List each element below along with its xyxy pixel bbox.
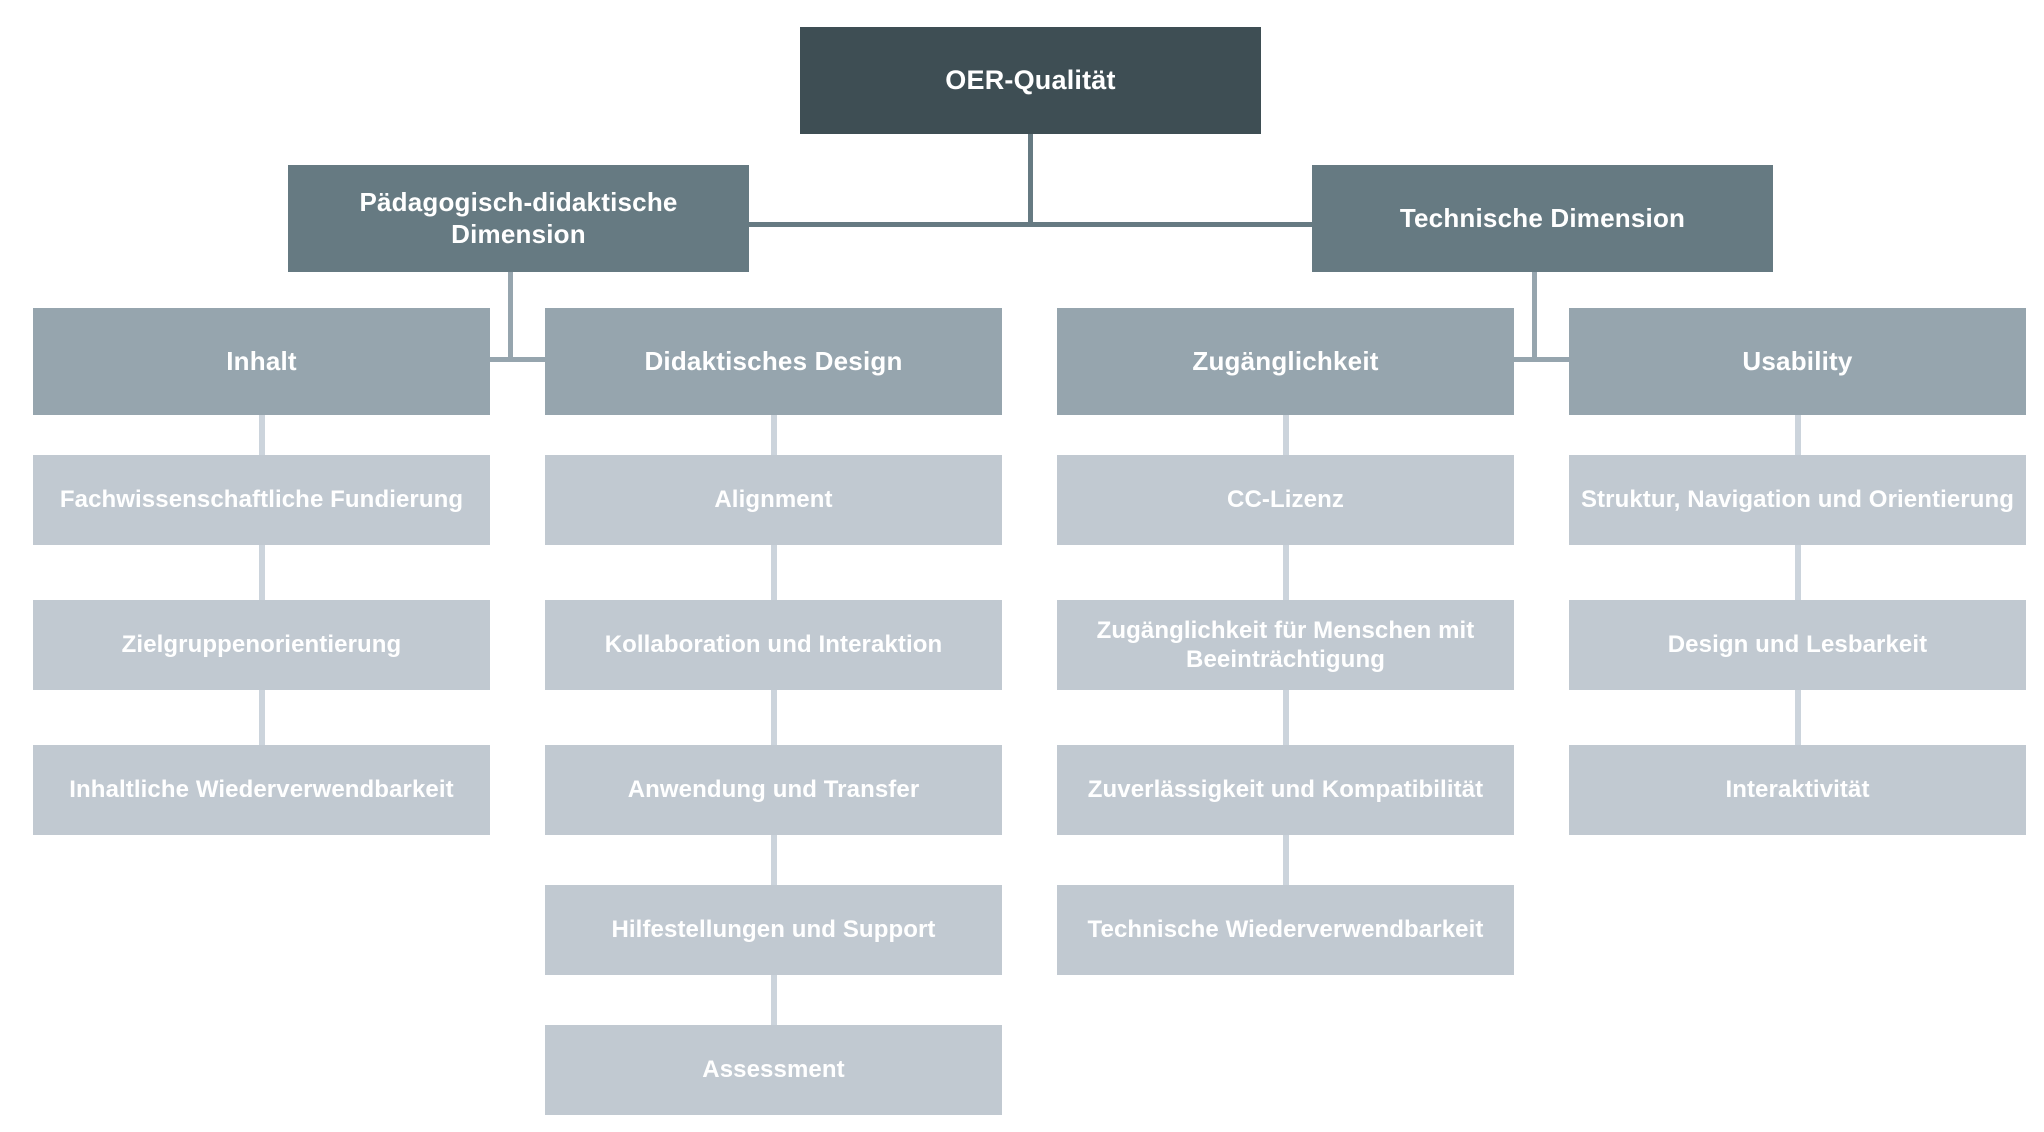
- criterion-node[interactable]: Technische Wiederverwendbarkeit: [1057, 885, 1514, 975]
- dimension-node-technisch[interactable]: Technische Dimension: [1312, 165, 1773, 272]
- root-node-oer-qualitaet[interactable]: OER-Qualität: [800, 27, 1261, 134]
- criterion-label: CC-Lizenz: [1227, 486, 1344, 514]
- connector-dimensions-horizontal: [508, 222, 1554, 227]
- dimension-node-paedagogisch-didaktisch[interactable]: Pädagogisch-didaktische Dimension: [288, 165, 749, 272]
- criterion-label: Assessment: [702, 1056, 845, 1084]
- criterion-label: Anwendung und Transfer: [627, 776, 920, 804]
- criterion-node[interactable]: Fachwissenschaftliche Fundierung: [33, 455, 490, 545]
- criterion-node[interactable]: Struktur, Navigation und Orientierung: [1569, 455, 2026, 545]
- criterion-node[interactable]: Alignment: [545, 455, 1002, 545]
- criterion-node[interactable]: Assessment: [545, 1025, 1002, 1115]
- criterion-label: Design und Lesbarkeit: [1667, 631, 1928, 659]
- connector-left-categories-horizontal: [88, 357, 948, 362]
- connector-right-categories-horizontal: [1112, 357, 1972, 362]
- criterion-label: Technische Wiederverwendbarkeit: [1087, 916, 1484, 944]
- criterion-label: Alignment: [714, 486, 833, 514]
- category-node-didaktisches-design[interactable]: Didaktisches Design: [545, 308, 1002, 415]
- root-node-label: OER-Qualität: [945, 65, 1116, 96]
- criterion-label: Interaktivität: [1725, 776, 1870, 804]
- criterion-node[interactable]: Zugänglichkeit für Menschen mit Beeinträ…: [1057, 600, 1514, 690]
- connector-right-dimension-vertical: [1532, 272, 1537, 362]
- category-node-inhalt[interactable]: Inhalt: [33, 308, 490, 415]
- criterion-label: Struktur, Navigation und Orientierung: [1580, 486, 2015, 514]
- criterion-node[interactable]: Anwendung und Transfer: [545, 745, 1002, 835]
- criterion-label: Hilfestellungen und Support: [611, 916, 936, 944]
- criterion-label: Fachwissenschaftliche Fundierung: [59, 486, 464, 514]
- connector-root-vertical: [1028, 134, 1033, 224]
- criterion-node[interactable]: Zuverlässigkeit und Kompatibilität: [1057, 745, 1514, 835]
- connector-column-usability-spine: [1795, 415, 1801, 760]
- criterion-label: Inhaltliche Wiederverwendbarkeit: [69, 776, 454, 804]
- criterion-node[interactable]: CC-Lizenz: [1057, 455, 1514, 545]
- connector-left-dimension-vertical: [508, 272, 513, 362]
- criterion-node[interactable]: Design und Lesbarkeit: [1569, 600, 2026, 690]
- criterion-label: Kollaboration und Interaktion: [604, 631, 943, 659]
- connector-column-didaktisches-design-spine: [771, 415, 777, 1040]
- criterion-node[interactable]: Zielgruppenorientierung: [33, 600, 490, 690]
- criterion-label: Zugänglichkeit für Menschen mit Beeinträ…: [1096, 616, 1475, 673]
- dimension-label: Technische Dimension: [1399, 202, 1686, 233]
- criterion-node[interactable]: Hilfestellungen und Support: [545, 885, 1002, 975]
- criterion-label: Zuverlässigkeit und Kompatibilität: [1087, 776, 1484, 804]
- category-node-zugaenglichkeit[interactable]: Zugänglichkeit: [1057, 308, 1514, 415]
- criterion-node[interactable]: Inhaltliche Wiederverwendbarkeit: [33, 745, 490, 835]
- category-label: Zugänglichkeit: [1192, 345, 1379, 376]
- category-label: Inhalt: [226, 345, 297, 376]
- category-node-usability[interactable]: Usability: [1569, 308, 2026, 415]
- criterion-label: Zielgruppenorientierung: [121, 631, 402, 659]
- connector-column-inhalt-spine: [259, 415, 265, 760]
- category-label: Usability: [1742, 345, 1853, 376]
- dimension-label: Pädagogisch-didaktische Dimension: [359, 186, 678, 249]
- criterion-node[interactable]: Kollaboration und Interaktion: [545, 600, 1002, 690]
- category-label: Didaktisches Design: [644, 345, 903, 376]
- criterion-node[interactable]: Interaktivität: [1569, 745, 2026, 835]
